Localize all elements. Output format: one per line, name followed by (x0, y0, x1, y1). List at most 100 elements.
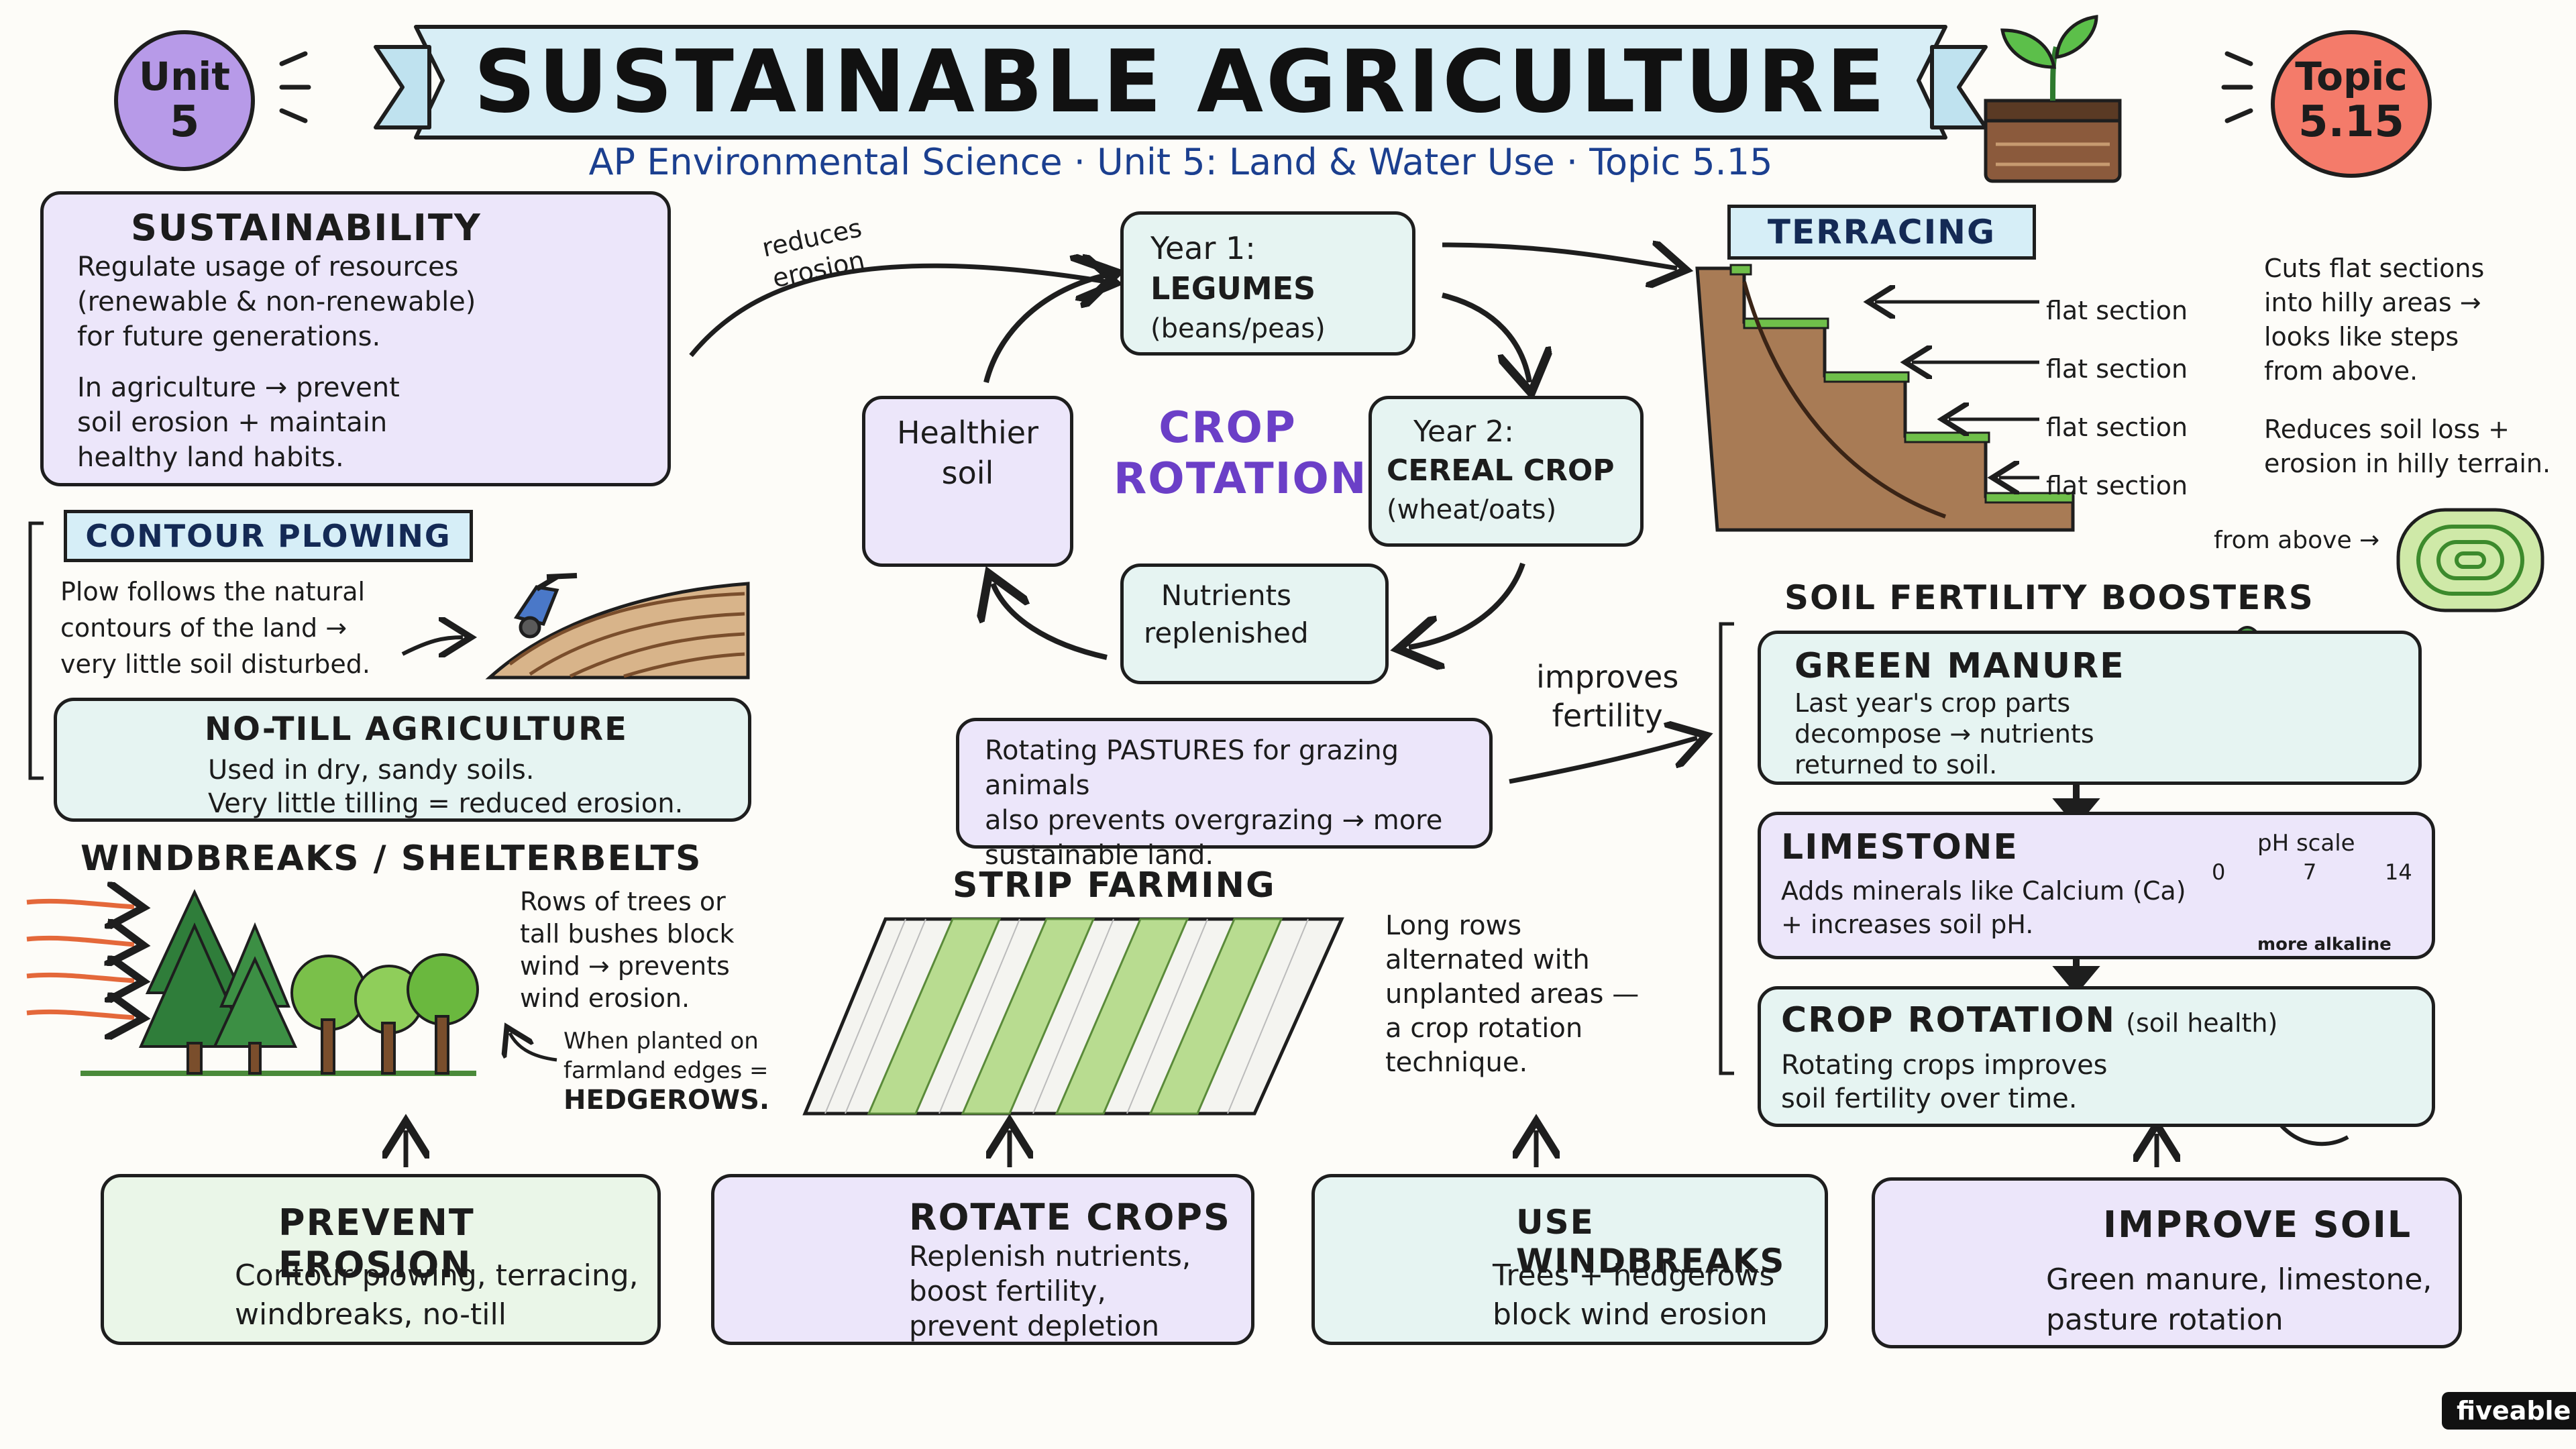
header-accent-lines (279, 51, 2253, 123)
terrace-desc-line: looks like steps (2264, 322, 2459, 352)
sustainability-card: SUSTAINABILITY Regulate usage of resourc… (40, 191, 671, 486)
terrace-hillside (1695, 264, 2075, 532)
pastures-line: also prevents overgrazing → more (985, 805, 1443, 836)
contour-line: very little soil disturbed. (60, 649, 371, 679)
green-manure-line: decompose → nutrients (1794, 719, 2094, 749)
strip-line: unplanted areas — (1385, 979, 1640, 1010)
ph-min: 0 (2212, 859, 2226, 885)
ph-mid: 7 (2303, 859, 2317, 885)
reduces-erosion-arrow (689, 266, 1107, 358)
limestone-text: Adds minerals like Calcium (Ca) + increa… (1781, 874, 2186, 941)
use-windbreaks-title: USE WINDBREAKS (1516, 1203, 1786, 1281)
strip-line: alternated with (1385, 945, 1590, 975)
crop-cycle-arrows (986, 275, 1529, 657)
limestone-title: LIMESTONE (1781, 827, 2019, 867)
strip-farming-title: STRIP FARMING (953, 865, 1276, 906)
terrace-step-label: flat section (2046, 354, 2188, 384)
contour-line: Plow follows the natural (60, 577, 366, 606)
center-line: CROP (1159, 403, 1297, 453)
terrace-step-label: flat section (2046, 413, 2188, 442)
sustainability-text: Regulate usage of resources (renewable &… (77, 250, 493, 475)
terrace-step-label: flat section (2046, 296, 2188, 325)
to-terracing-arrow (1442, 245, 1677, 268)
no-till-text: Used in dry, sandy soils. Very little ti… (208, 753, 683, 820)
prevent-erosion-text: Contour plowing, terracing, windbreaks, … (235, 1256, 639, 1334)
windbreaks-text: Rows of trees or tall bushes block wind … (520, 885, 735, 1014)
rotate-crops-title: ROTATE CROPS (909, 1196, 1231, 1238)
topic-badge-number: 5.15 (2298, 97, 2404, 147)
terrace-desc-line: erosion in hilly terrain. (2264, 449, 2551, 478)
use-windbreaks-card: USE WINDBREAKS Trees + hedgerows block w… (1311, 1174, 1828, 1345)
prevent-line: windbreaks, no-till (235, 1297, 506, 1332)
limestone-card: LIMESTONE Adds minerals like Calcium (Ca… (1758, 812, 2435, 959)
improve-soil-card: IMPROVE SOIL Green manure, limestone, pa… (1872, 1177, 2462, 1348)
rotate-line: prevent depletion (909, 1309, 1160, 1342)
green-manure-card: GREEN MANURE Last year's crop parts deco… (1758, 631, 2422, 785)
nutrients-line: Nutrients (1161, 579, 1291, 612)
improves-fertility-label: improves fertility (1536, 657, 1678, 735)
crop-rotation-soil-text: Rotating crops improves soil fertility o… (1781, 1049, 2108, 1116)
rotate-line: Replenish nutrients, (909, 1240, 1191, 1273)
green-manure-line: returned to soil. (1794, 750, 1998, 780)
unit-badge: Unit 5 (114, 30, 255, 171)
terracing-description: Cuts flat sections into hilly areas → lo… (2264, 252, 2551, 481)
windbreaks-line: tall bushes block (520, 919, 735, 949)
year1-legumes-card: Year 1: LEGUMES (beans/peas) (1120, 211, 1415, 356)
year2-label: Year 2: (1413, 415, 1514, 449)
contour-plow-field (401, 573, 750, 680)
rot-line: soil fertility over time. (1781, 1083, 2078, 1114)
healthier-line: Healthier (896, 415, 1039, 451)
year1-label: Year 1: (1150, 230, 1256, 266)
title-banner (374, 25, 1988, 140)
no-till-line: Used in dry, sandy soils. (208, 755, 535, 786)
hedgerows-note: When planted on farmland edges = HEDGERO… (564, 1026, 769, 1115)
crop-rotation-soil-title: CROP ROTATION (soil health) (1781, 1000, 2277, 1040)
contour-text: Plow follows the natural contours of the… (60, 574, 370, 682)
topic-badge: Topic 5.15 (2271, 30, 2432, 178)
improves-line: improves (1536, 659, 1679, 695)
plow-icon (513, 573, 578, 639)
contour-bracket (28, 521, 44, 780)
improve-soil-title: IMPROVE SOIL (2103, 1203, 2412, 1246)
soil-fertility-title: SOIL FERTILITY BOOSTERS (1784, 578, 2314, 617)
terrace-step-label: flat section (2046, 471, 2188, 500)
sprout-soil-icon (1984, 15, 2122, 183)
pastures-line: Rotating PASTURES for grazing animals (985, 735, 1399, 801)
improves-fertility-arrow (1509, 738, 1697, 784)
fiveable-logo: fiveable (2442, 1392, 2576, 1430)
nutrients-replenished-card: Nutrients replenished (1120, 564, 1389, 684)
sustainability-line: healthy land habits. (77, 442, 344, 473)
ph-max: 14 (2385, 859, 2412, 885)
rot-title: CROP ROTATION (1781, 1000, 2116, 1040)
wind-line: Trees + hedgerows (1493, 1258, 1775, 1293)
healthier-soil-card: Healthier soil (862, 396, 1073, 567)
year2-examples: (wheat/oats) (1387, 494, 1557, 525)
improve-soil-text: Green manure, limestone, pasture rotatio… (2046, 1260, 2432, 1340)
hedgerow-line: HEDGEROWS. (564, 1085, 770, 1116)
pastures-line: sustainable land. (985, 840, 1214, 871)
green-manure-title: GREEN MANURE (1794, 646, 2125, 686)
wind-lines (26, 901, 134, 1018)
hedgerow-note-arrow (510, 1033, 557, 1062)
rotate-line: boost fertility, (909, 1275, 1106, 1307)
unit-badge-label: Unit (139, 54, 230, 99)
terracing-title: TERRACING (1727, 205, 2036, 260)
terrace-desc-line: Reduces soil loss + (2264, 415, 2510, 444)
rotate-crops-card: ROTATE CROPS Replenish nutrients, boost … (711, 1174, 1254, 1345)
fertility-bracket (1719, 622, 1734, 1075)
sustainability-line: soil erosion + maintain (77, 407, 388, 438)
soil-line: Green manure, limestone, (2046, 1263, 2432, 1297)
healthier-line: soil (941, 455, 994, 491)
page-subtitle: AP Environmental Science · Unit 5: Land … (588, 141, 1773, 183)
year1-crop: LEGUMES (1150, 270, 1316, 307)
rotating-pastures-card: Rotating PASTURES for grazing animals al… (956, 718, 1493, 871)
ph-scale-title: pH scale (2257, 830, 2355, 857)
sustainability-title: SUSTAINABILITY (131, 207, 482, 249)
terrace-desc-line: Cuts flat sections (2264, 254, 2485, 283)
green-manure-line: Last year's crop parts (1794, 688, 2071, 718)
windbreaks-title: WINDBREAKS / SHELTERBELTS (80, 839, 702, 879)
no-till-card: NO-TILL AGRICULTURE Used in dry, sandy s… (54, 698, 751, 822)
sustainability-line: for future generations. (77, 321, 381, 352)
sustainability-line: In agriculture → prevent (77, 372, 400, 403)
prevent-erosion-title: PREVENT EROSION (278, 1201, 475, 1286)
